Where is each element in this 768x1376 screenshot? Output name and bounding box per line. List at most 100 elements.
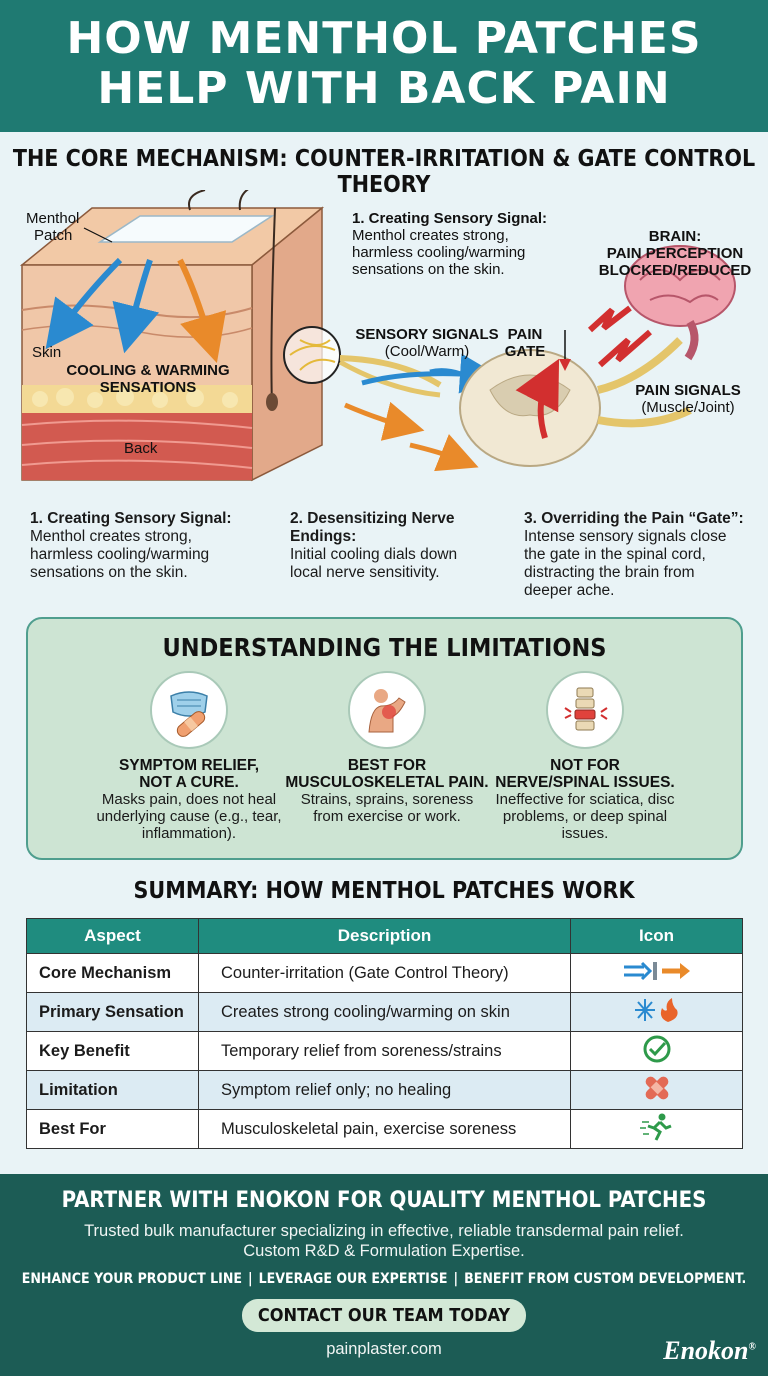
callout-title: 1. Creating Sensory Signal: [352, 210, 548, 227]
step-3-line: Intense sensory signals close [524, 528, 727, 545]
patch-icon [97, 215, 275, 243]
text-line: Masks pain, does not heal [101, 791, 277, 808]
website-link[interactable]: painplaster.com [326, 1340, 442, 1358]
summary-table: Aspect Description Icon Core Mechanism C… [26, 918, 743, 1149]
cell-aspect: Best For [26, 1109, 199, 1149]
sensations-line-2: SENSATIONS [99, 379, 197, 396]
mechanism-illustration [19, 187, 736, 482]
sensations-line-1: COOLING & WARMING [66, 362, 230, 379]
limitation-text: Ineffective for sciatica, disc problems,… [470, 791, 700, 842]
heading-line: MUSCULOSKELETAL PAIN. [285, 774, 489, 791]
limitation-text: Masks pain, does not heal underlying cau… [74, 791, 304, 842]
header-aspect: Aspect [26, 918, 199, 954]
nerve-magnifier-icon [283, 326, 341, 384]
brain-label: BRAIN: PAIN PERCEPTION BLOCKED/REDUCED [590, 228, 760, 279]
limitation-heading: NOT FOR NERVE/SPINAL ISSUES. [470, 757, 700, 791]
separator: | [453, 1271, 459, 1287]
sore-shoulder-icon [348, 671, 426, 749]
footer-bullet: BENEFIT FROM CUSTOM DEVELOPMENT. [464, 1271, 747, 1287]
gate-line-1: PAIN [507, 326, 543, 343]
limitation-text: Strains, sprains, soreness from exercise… [272, 791, 502, 825]
step-3-line: distracting the brain from [524, 564, 695, 581]
limitation-item: NOT FOR NERVE/SPINAL ISSUES. Ineffective… [470, 671, 700, 842]
step-1-line: Menthol creates strong, [30, 528, 192, 545]
callout-sensory-signal: 1. Creating Sensory Signal: Menthol crea… [352, 210, 572, 278]
sensory-sub: (Cool/Warm) [384, 343, 470, 360]
footer: PARTNER WITH ENOKON FOR QUALITY MENTHOL … [0, 1174, 768, 1376]
callout-text-1: Menthol creates strong, [352, 227, 509, 244]
cell-aspect: Primary Sensation [26, 992, 199, 1032]
step-2-line: local nerve sensitivity. [290, 564, 440, 581]
text-line: issues. [561, 825, 609, 842]
text-line: inflammation). [141, 825, 237, 842]
patch-label: Menthol Patch [26, 210, 79, 244]
limitation-heading: SYMPTOM RELIEF, NOT A CURE. [74, 757, 304, 791]
footer-line-1: Trusted bulk manufacturer specializing i… [84, 1222, 684, 1240]
table-row: Limitation Symptom relief only; no heali… [26, 1070, 743, 1110]
cell-description: Symptom relief only; no healing [198, 1070, 571, 1110]
mechanism-title: THE CORE MECHANISM: COUNTER-IRRITATION &… [12, 146, 756, 198]
text-line: problems, or deep spinal [502, 808, 668, 825]
arrows-gate-icon [570, 953, 743, 993]
text-line: Strains, sprains, soreness [300, 791, 474, 808]
table-row: Core Mechanism Counter-irritation (Gate … [26, 953, 743, 993]
step-3-line: deeper ache. [524, 582, 615, 599]
callout-text-2: harmless cooling/warming [352, 244, 526, 261]
limitations-title: UNDERSTANDING THE LIMITATIONS [162, 633, 607, 662]
heading-line: NOT FOR [550, 757, 620, 774]
title-line-1: HOW MENTHOL PATCHES [66, 13, 702, 64]
table-row: Best For Musculoskeletal pain, exercise … [26, 1109, 743, 1149]
brand-name: Enokon [663, 1336, 749, 1365]
text-line: underlying cause (e.g., tear, [96, 808, 282, 825]
bandage-icon [570, 1070, 743, 1110]
limitation-heading: BEST FOR MUSCULOSKELETAL PAIN. [272, 757, 502, 791]
cell-description: Creates strong cooling/warming on skin [198, 992, 571, 1032]
summary-title: SUMMARY: HOW MENTHOL PATCHES WORK [133, 878, 635, 904]
footer-description: Trusted bulk manufacturer specializing i… [0, 1221, 768, 1261]
pain-title: PAIN SIGNALS [635, 382, 741, 399]
step-3-title: 3. Overriding the Pain “Gate”: [524, 510, 744, 527]
spine-icon [546, 671, 624, 749]
cell-aspect: Core Mechanism [26, 953, 199, 993]
mechanism-steps: 1. Creating Sensory Signal: Menthol crea… [0, 510, 768, 610]
step-2-line: Initial cooling dials down [290, 546, 458, 563]
header-description: Description [198, 918, 571, 954]
text-line: Ineffective for sciatica, disc [495, 791, 675, 808]
separator: | [247, 1271, 253, 1287]
step-2-title-cont: Endings: [290, 528, 357, 545]
cell-aspect: Key Benefit [26, 1031, 199, 1071]
step-2-title: 2. Desensitizing Nerve [290, 510, 455, 527]
mechanism-diagram: Menthol Patch Skin COOLING & WARMING SEN… [0, 187, 768, 490]
sensations-label: COOLING & WARMING SENSATIONS [58, 362, 238, 396]
registered-mark: ® [748, 1341, 756, 1353]
page-title: HOW MENTHOL PATCHES HELP WITH BACK PAIN [0, 14, 768, 114]
heading-line: SYMPTOM RELIEF, [118, 757, 260, 774]
table-row: Key Benefit Temporary relief from sorene… [26, 1031, 743, 1071]
step-1-line: sensations on the skin. [30, 564, 188, 581]
cell-description: Counter-irritation (Gate Control Theory) [198, 953, 571, 993]
step-3: 3. Overriding the Pain “Gate”: Intense s… [524, 510, 760, 600]
pain-signals-label: PAIN SIGNALS (Muscle/Joint) [628, 382, 748, 416]
skin-label: Skin [32, 344, 62, 361]
checkmark-icon [570, 1031, 743, 1071]
cell-description: Musculoskeletal pain, exercise soreness [198, 1109, 571, 1149]
step-1-line: harmless cooling/warming [30, 546, 210, 563]
title-line-2: HELP WITH BACK PAIN [97, 63, 671, 114]
contact-button[interactable]: CONTACT OUR TEAM TODAY [241, 1299, 527, 1332]
brain-line-3: BLOCKED/REDUCED [598, 262, 752, 279]
brain-line-2: PAIN PERCEPTION [606, 245, 744, 262]
footer-line-2: Custom R&D & Formulation Expertise. [243, 1242, 525, 1260]
brain-line-1: BRAIN: [648, 228, 702, 245]
step-1: 1. Creating Sensory Signal: Menthol crea… [30, 510, 260, 582]
pain-sub: (Muscle/Joint) [641, 399, 735, 416]
step-2: 2. Desensitizing Nerve Endings: Initial … [290, 510, 500, 582]
limitation-item: SYMPTOM RELIEF, NOT A CURE. Masks pain, … [74, 671, 304, 842]
footer-bullet: ENHANCE YOUR PRODUCT LINE [21, 1271, 242, 1287]
cell-aspect: Limitation [26, 1070, 199, 1110]
patch-label-2: Patch [34, 227, 73, 244]
footer-bullets: ENHANCE YOUR PRODUCT LINE|LEVERAGE OUR E… [0, 1271, 768, 1287]
callout-text-3: sensations on the skin. [352, 261, 505, 278]
limitation-item: BEST FOR MUSCULOSKELETAL PAIN. Strains, … [272, 671, 502, 825]
back-label: Back [124, 440, 158, 457]
table-header-row: Aspect Description Icon [26, 918, 743, 954]
